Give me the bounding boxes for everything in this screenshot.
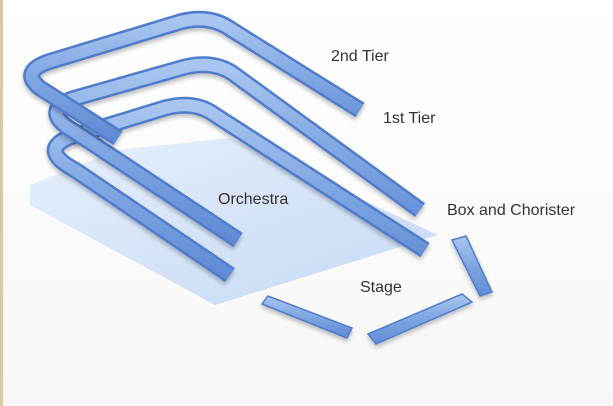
- tier1-label[interactable]: 1st Tier: [383, 110, 436, 127]
- tier2-section[interactable]: [23, 10, 365, 146]
- stage-block-right[interactable]: [366, 293, 474, 345]
- stage-label[interactable]: Stage: [360, 279, 402, 296]
- orchestra-ring[interactable]: [46, 96, 430, 283]
- box-chorister-label[interactable]: Box and Chorister: [447, 202, 576, 219]
- tier1-section[interactable]: [48, 56, 426, 248]
- tier1-band[interactable]: [50, 58, 424, 246]
- frame-accent-border: [0, 0, 3, 406]
- stage-block-left[interactable]: [260, 295, 354, 339]
- box-chorister-section[interactable]: [450, 235, 494, 297]
- tier2-label[interactable]: 2nd Tier: [331, 48, 389, 65]
- orchestra-label[interactable]: Orchestra: [218, 191, 289, 208]
- orchestra-ring-band[interactable]: [49, 99, 429, 280]
- tier2-band[interactable]: [25, 13, 364, 144]
- stage-section[interactable]: [260, 293, 474, 345]
- box-chorister-block[interactable]: [450, 235, 494, 297]
